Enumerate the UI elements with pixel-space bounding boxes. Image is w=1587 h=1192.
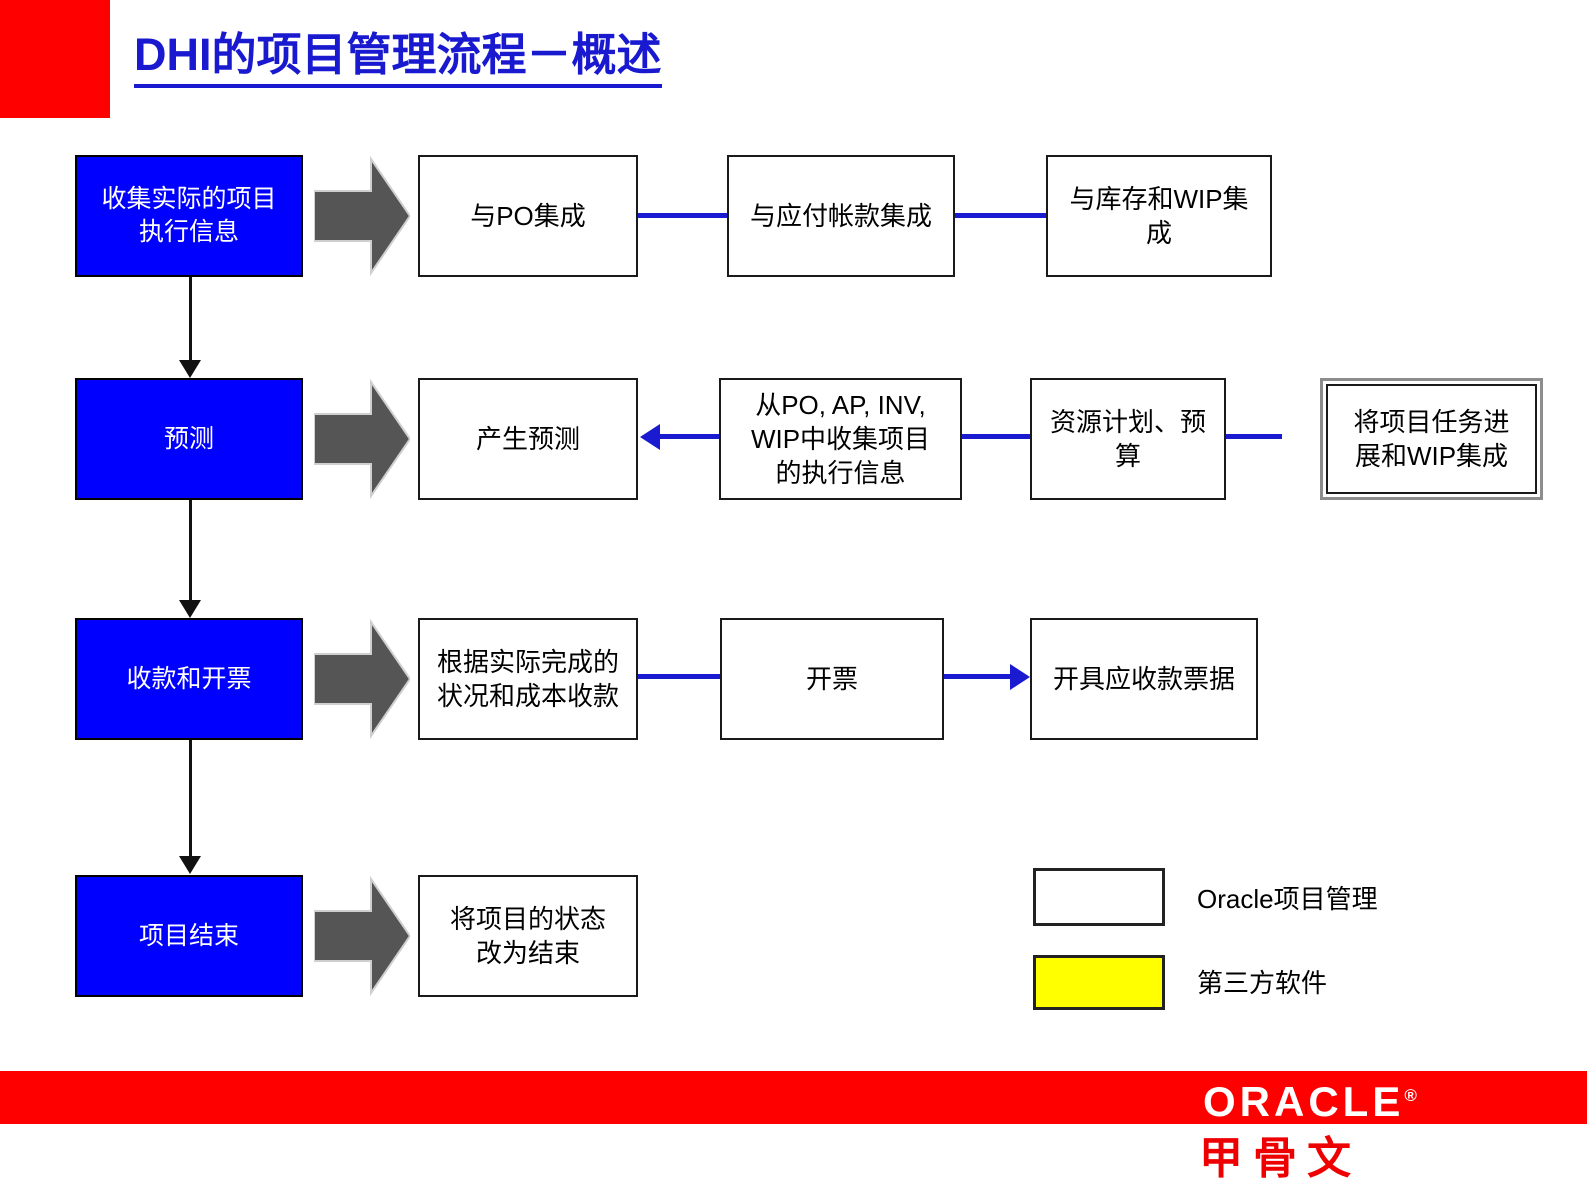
process-box-label: 根据实际完成的状况和成本收款 [436,646,619,711]
oracle-logo-word: ORACLE [1203,1078,1405,1125]
footer-red-band [0,1071,1587,1124]
process-box-invoice[interactable]: 开票 [720,618,944,740]
connector-r2-2 [962,434,1030,439]
process-box-label: 与PO集成 [470,200,586,231]
stage-box-label: 收款和开票 [126,664,252,693]
process-box-resource-plan-budget[interactable]: 资源计划、预算 [1030,378,1226,500]
process-box-inv-wip-integration[interactable]: 与库存和WIP集成 [1046,155,1272,277]
legend-swatch-oracle [1033,868,1165,926]
stage-connector-arrowhead-1-2 [179,360,201,378]
block-arrow-icon-row4 [314,875,410,997]
process-box-label: 从PO, AP, INV, WIP中收集项目的执行信息 [750,389,931,489]
process-box-label: 开具应收款票据 [1052,663,1235,694]
process-box-collect-by-completion[interactable]: 根据实际完成的状况和成本收款 [418,618,638,740]
process-box-change-status-closed[interactable]: 将项目的状态改为结束 [418,875,638,997]
process-box-issue-receivable[interactable]: 开具应收款票据 [1030,618,1258,740]
block-arrow-icon-row2 [314,378,410,500]
process-box-label: 将项目任务进展和WIP集成 [1326,384,1537,494]
oracle-logo-text: ORACLE® [1203,1078,1417,1126]
process-box-po-integration[interactable]: 与PO集成 [418,155,638,277]
process-box-label: 与库存和WIP集成 [1069,183,1249,248]
connector-r3-2 [944,674,1012,679]
stage-connector-arrowhead-2-3 [179,600,201,618]
connector-arrowhead-r2-into-forecast [640,424,660,450]
page-title: DHI的项目管理流程－概述 [134,29,662,89]
process-box-label: 资源计划、预算 [1049,406,1206,471]
process-box-generate-forecast[interactable]: 产生预测 [418,378,638,500]
block-arrow-icon-row1 [314,155,410,277]
stage-box-billing-collection[interactable]: 收款和开票 [75,618,303,740]
legend-swatch-third-party [1033,955,1165,1010]
stage-box-collect-actuals[interactable]: 收集实际的项目执行信息 [75,155,303,277]
legend-label-third-party: 第三方软件 [1197,968,1328,998]
oracle-logo-chinese: 甲骨文 [1199,1134,1361,1183]
stage-box-forecast[interactable]: 预测 [75,378,303,500]
red-corner-accent [0,0,110,118]
stage-connector-2-3 [189,500,192,604]
legend-label-oracle: Oracle项目管理 [1197,884,1378,914]
process-box-task-progress-wip-integration[interactable]: 将项目任务进展和WIP集成 [1320,378,1543,500]
process-box-label: 开票 [805,663,858,694]
stage-box-label: 收集实际的项目执行信息 [101,185,277,246]
stage-box-project-close[interactable]: 项目结束 [75,875,303,997]
stage-connector-1-2 [189,277,192,363]
connector-r1-1 [638,213,727,218]
connector-arrowhead-r3-into-receivable [1010,664,1030,690]
connector-r2-1 [659,434,719,439]
connector-r1-2 [955,213,1046,218]
registered-mark-icon: ® [1404,1086,1417,1105]
process-box-label: 产生预测 [475,423,580,454]
process-box-collect-from-po-ap-inv-wip[interactable]: 从PO, AP, INV, WIP中收集项目的执行信息 [719,378,962,500]
process-box-label: 将项目的状态改为结束 [449,903,606,968]
connector-r3-1 [638,674,720,679]
process-box-ap-integration[interactable]: 与应付帐款集成 [727,155,955,277]
stage-box-label: 项目结束 [138,921,239,950]
process-box-label: 与应付帐款集成 [749,200,932,231]
block-arrow-icon-row3 [314,618,410,740]
stage-box-label: 预测 [163,424,214,453]
connector-r2-3 [1226,434,1282,439]
stage-connector-3-4 [189,740,192,860]
stage-connector-arrowhead-3-4 [179,856,201,874]
